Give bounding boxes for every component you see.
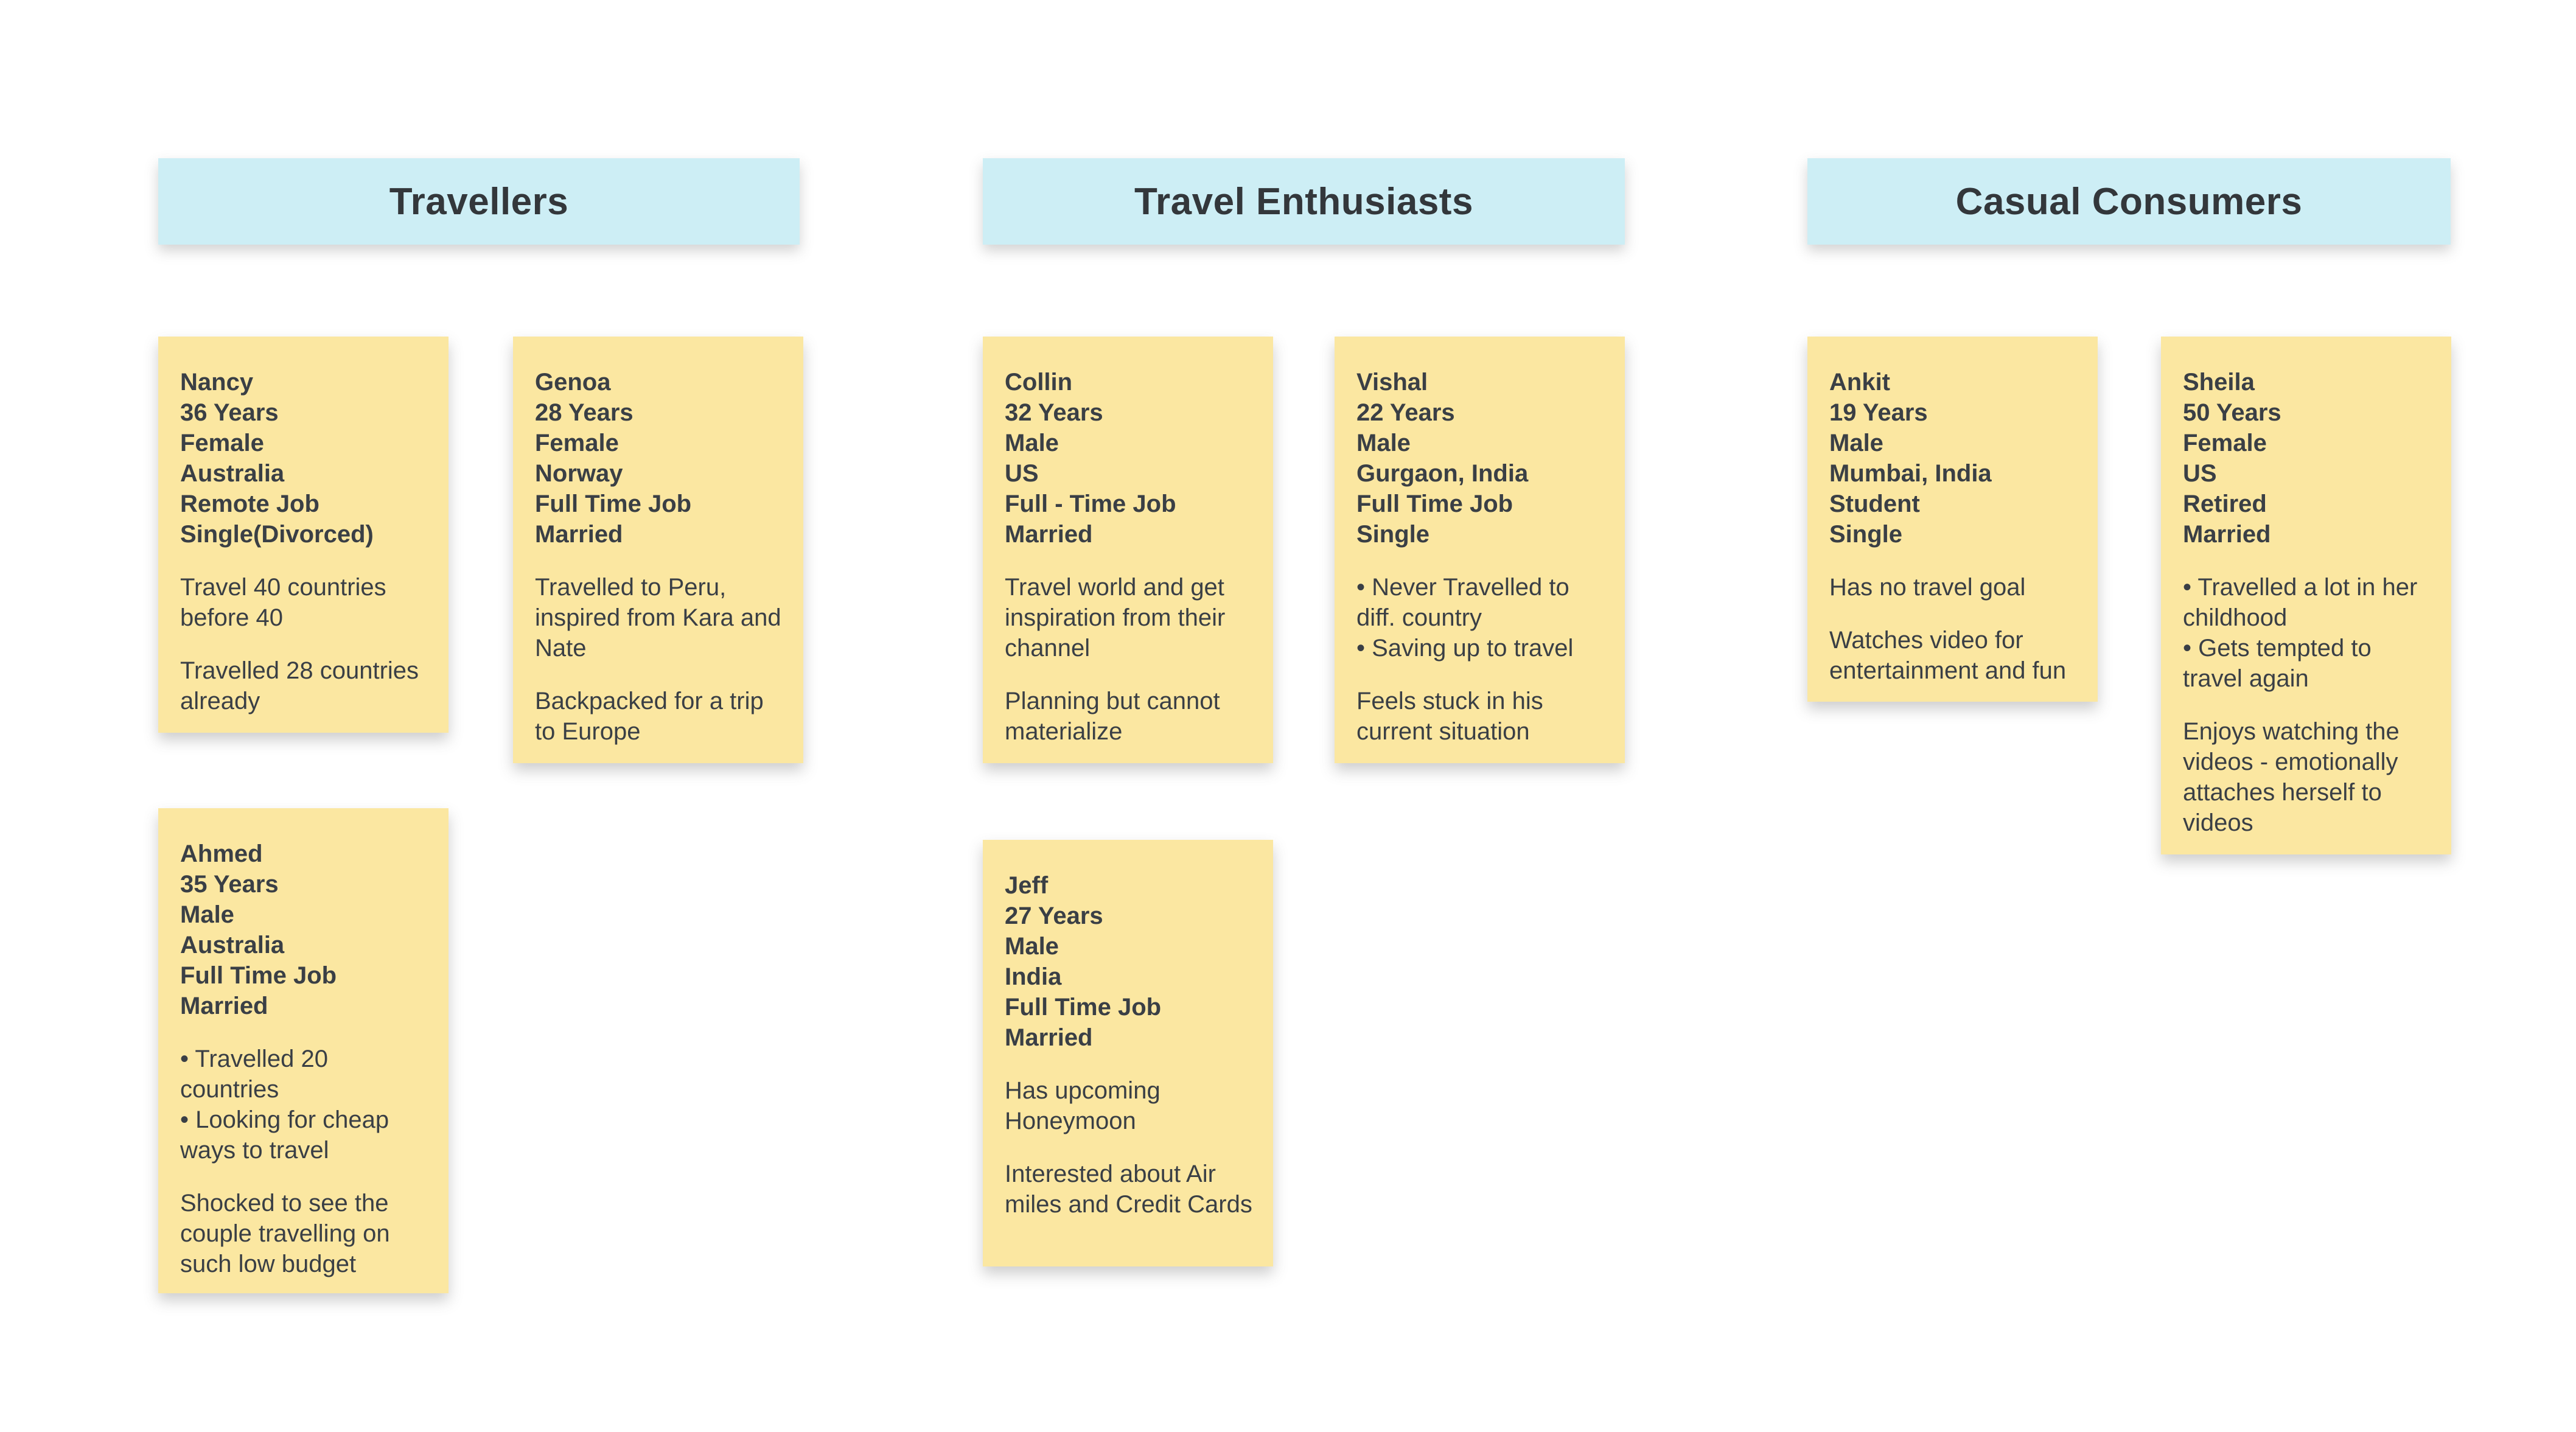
persona-profile: Sheila 50 Years Female US Retired Marrie… — [2183, 369, 2281, 548]
column-header-casual-consumers-label: Casual Consumers — [1955, 180, 2303, 223]
persona-paragraph: Travel 40 countries before 40 — [180, 574, 386, 631]
persona-profile: Genoa 28 Years Female Norway Full Time J… — [535, 369, 692, 548]
column-header-travellers-label: Travellers — [389, 180, 569, 223]
persona-paragraph: Feels stuck in his current situation — [1356, 688, 1543, 745]
persona-profile: Vishal 22 Years Male Gurgaon, India Full… — [1356, 369, 1529, 548]
column-header-travel-enthusiasts-label: Travel Enthusiasts — [1134, 180, 1473, 223]
persona-paragraph: Travelled 28 countries already — [180, 657, 419, 714]
persona-profile: Nancy 36 Years Female Australia Remote J… — [180, 369, 374, 548]
persona-paragraph: Has upcoming Honeymoon — [1005, 1077, 1161, 1134]
persona-paragraph: • Never Travelled to diff. country • Sav… — [1356, 574, 1574, 662]
persona-paragraph: Enjoys watching the videos - emotionally… — [2183, 718, 2400, 836]
persona-paragraph: Watches video for entertainment and fun — [1829, 627, 2067, 684]
sticky-note-collin[interactable]: Collin 32 Years Male US Full - Time Job … — [983, 337, 1273, 763]
persona-paragraph: • Travelled a lot in her childhood • Get… — [2183, 574, 2418, 692]
sticky-note-jeff[interactable]: Jeff 27 Years Male India Full Time Job M… — [983, 840, 1273, 1266]
column-header-casual-consumers[interactable]: Casual Consumers — [1807, 158, 2451, 245]
persona-paragraph: • Travelled 20 countries • Looking for c… — [180, 1046, 389, 1164]
persona-profile: Ankit 19 Years Male Mumbai, India Studen… — [1829, 369, 1992, 548]
sticky-note-sheila[interactable]: Sheila 50 Years Female US Retired Marrie… — [2161, 337, 2451, 854]
sticky-note-ankit[interactable]: Ankit 19 Years Male Mumbai, India Studen… — [1807, 337, 2098, 702]
column-header-travellers[interactable]: Travellers — [158, 158, 800, 245]
persona-paragraph: Shocked to see the couple travelling on … — [180, 1190, 390, 1277]
persona-paragraph: Travelled to Peru, inspired from Kara an… — [535, 574, 781, 662]
column-header-travel-enthusiasts[interactable]: Travel Enthusiasts — [983, 158, 1625, 245]
persona-paragraph: Backpacked for a trip to Europe — [535, 688, 764, 745]
sticky-note-nancy[interactable]: Nancy 36 Years Female Australia Remote J… — [158, 337, 449, 733]
persona-paragraph: Travel world and get inspiration from th… — [1005, 574, 1226, 662]
persona-paragraph: Interested about Air miles and Credit Ca… — [1005, 1161, 1252, 1218]
persona-paragraph: Has no travel goal — [1829, 574, 2026, 601]
persona-profile: Jeff 27 Years Male India Full Time Job M… — [1005, 872, 1162, 1051]
persona-profile: Collin 32 Years Male US Full - Time Job … — [1005, 369, 1176, 548]
sticky-note-genoa[interactable]: Genoa 28 Years Female Norway Full Time J… — [513, 337, 803, 763]
sticky-note-vishal[interactable]: Vishal 22 Years Male Gurgaon, India Full… — [1335, 337, 1625, 763]
persona-paragraph: Planning but cannot materialize — [1005, 688, 1220, 745]
persona-profile: Ahmed 35 Years Male Australia Full Time … — [180, 840, 337, 1019]
sticky-note-ahmed[interactable]: Ahmed 35 Years Male Australia Full Time … — [158, 808, 449, 1293]
